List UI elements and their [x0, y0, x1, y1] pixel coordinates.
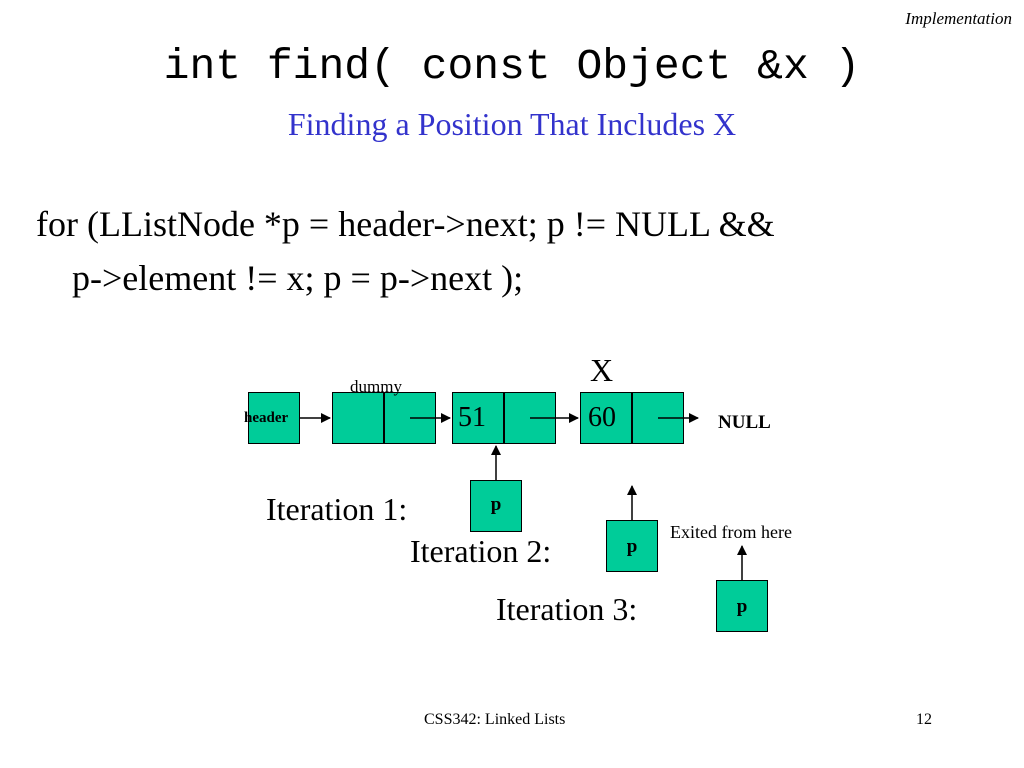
node-51-value: 51 [458, 402, 486, 433]
pointer-box-iteration-2 [606, 520, 658, 572]
node-60-value: 60 [588, 402, 616, 433]
iteration-3-label: Iteration 3: [496, 591, 638, 627]
pointer-label-1: p [490, 494, 502, 515]
dummy-label: dummy [350, 377, 402, 396]
header-box [248, 392, 300, 444]
header-label: header [244, 410, 289, 426]
section-tag: Implementation [905, 9, 1012, 28]
exit-note: Exited from here [670, 522, 792, 542]
slide-title: int find( const Object &x ) [163, 42, 861, 91]
pointer-label-3: p [736, 596, 748, 617]
pointer-box-iteration-3 [716, 580, 768, 632]
null-label: NULL [718, 412, 771, 433]
footer-course: CSS342: Linked Lists [424, 711, 566, 728]
slide-subtitle: Finding a Position That Includes X [287, 106, 737, 142]
pointer-box-iteration-1 [470, 480, 522, 532]
node-60-divider [631, 392, 633, 444]
code-line-1: for (LListNode *p = header->next; p != N… [36, 204, 775, 244]
pointer-label-2: p [626, 536, 638, 557]
target-x-label: X [590, 352, 614, 388]
dummy-node-divider [383, 392, 385, 444]
code-line-2: p->element != x; p = p->next ); [72, 258, 524, 298]
footer-page-number: 12 [916, 711, 932, 728]
node-51-divider [503, 392, 505, 444]
iteration-1-label: Iteration 1: [266, 491, 408, 527]
iteration-2-label: Iteration 2: [410, 533, 552, 569]
